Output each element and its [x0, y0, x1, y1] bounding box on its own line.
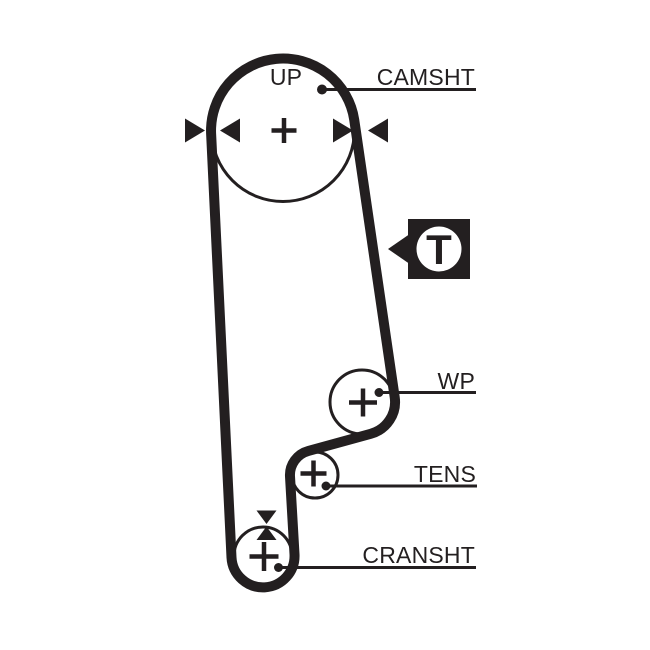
camshaft-up-mark: UP [270, 64, 302, 90]
cam-align-arrow-right-outer-icon [333, 118, 353, 143]
tensioner-center-cross-icon [300, 460, 327, 487]
crank-timing-mark-up-icon [256, 526, 277, 540]
water-pump-center-cross-icon [349, 388, 377, 417]
cam-align-arrow-left-outer-icon [185, 118, 205, 143]
cam-align-arrow-left-inner-icon [220, 118, 240, 143]
water-pump-label: WP [438, 368, 475, 394]
timing-belt [206, 53, 401, 593]
tension-pointer-icon [388, 234, 409, 264]
crank-timing-mark-down-icon [256, 510, 277, 524]
crankshaft-center-cross-icon [249, 542, 279, 571]
tensioner-label: TENS [414, 461, 476, 487]
crankshaft-label: CRANSHT [362, 542, 475, 568]
camshaft-center-cross-icon [271, 118, 297, 143]
tension-badge-letter: T [426, 226, 452, 273]
tension-badge-circle [416, 226, 462, 272]
cam-align-arrow-right-inner-icon [368, 118, 388, 143]
camshaft-label: CAMSHT [377, 64, 475, 90]
